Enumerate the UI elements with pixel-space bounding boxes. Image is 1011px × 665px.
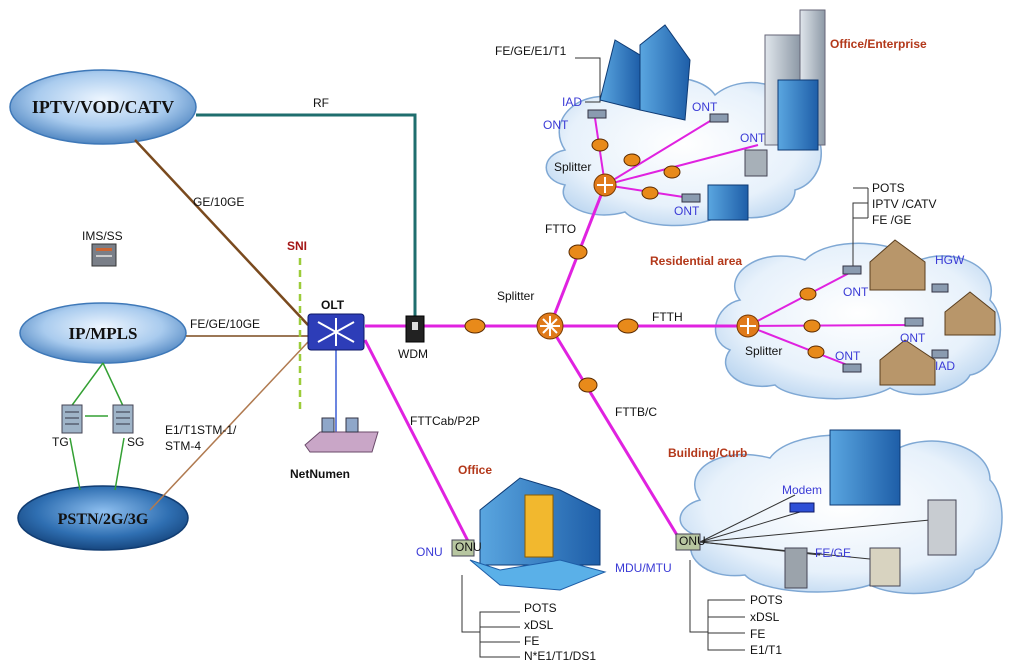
residential-splitter-label: Splitter bbox=[745, 344, 782, 358]
building-service-2: FE bbox=[750, 627, 765, 641]
e1-label-line1: E1/T1STM-1/ bbox=[165, 423, 237, 437]
mdu-onu-badge: ONU bbox=[679, 534, 706, 548]
residential-bracket bbox=[852, 187, 869, 268]
building-curb-title: Building/Curb bbox=[668, 446, 747, 460]
building-service-tree bbox=[689, 560, 745, 651]
residential-title: Residential area bbox=[650, 254, 742, 268]
residential-service-2: FE /GE bbox=[872, 213, 911, 227]
office-title: Office bbox=[458, 463, 492, 477]
residential-ont-top: ONT bbox=[843, 285, 869, 299]
office-service-1: xDSL bbox=[524, 618, 554, 632]
sni-label: SNI bbox=[287, 239, 307, 253]
iptv-label: IPTV/VOD/CATV bbox=[32, 97, 174, 117]
fttb-label: FTTB/C bbox=[615, 405, 657, 419]
building-curb-cloud bbox=[679, 434, 1003, 595]
residential-ont-mid: ONT bbox=[900, 331, 926, 345]
fttcab-label: FTTCab/P2P bbox=[410, 414, 480, 428]
splitter-enterprise-icon bbox=[593, 173, 617, 197]
ont-device-icons bbox=[587, 109, 949, 373]
mdu-label: MDU/MTU bbox=[615, 561, 672, 575]
sg-label: SG bbox=[127, 435, 144, 449]
rf-link bbox=[196, 113, 417, 318]
sg-device-icon bbox=[112, 404, 134, 434]
office-buildings-icon bbox=[451, 477, 607, 591]
residential-ont-bottom: ONT bbox=[835, 349, 861, 363]
fe-ge-10ge-label: FE/GE/10GE bbox=[190, 317, 260, 331]
e1-link bbox=[149, 341, 309, 511]
splitter-residential-icon bbox=[736, 314, 760, 338]
wdm-label: WDM bbox=[398, 347, 428, 361]
enterprise-bracket bbox=[575, 57, 601, 103]
tg-label: TG bbox=[52, 435, 69, 449]
enterprise-services-label: FE/GE/E1/T1 bbox=[495, 44, 567, 58]
building-service-3: E1/T1 bbox=[750, 643, 782, 657]
residential-service-0: POTS bbox=[872, 181, 905, 195]
fiber-connector-icons bbox=[464, 138, 825, 393]
residential-iad-label: IAD bbox=[935, 359, 955, 373]
enterprise-ont-mid: ONT bbox=[692, 100, 718, 114]
netnumen-label: NetNumen bbox=[290, 467, 350, 481]
ims-label: IMS/SS bbox=[82, 229, 123, 243]
office-service-2: FE bbox=[524, 634, 539, 648]
olt-label: OLT bbox=[321, 298, 345, 312]
enterprise-ont-bottom: ONT bbox=[674, 204, 700, 218]
modem-label: Modem bbox=[782, 483, 822, 497]
ims-server-icon bbox=[91, 243, 117, 267]
building-service-0: POTS bbox=[750, 593, 783, 607]
ge-10ge-link bbox=[134, 139, 309, 326]
splitter-center-label: Splitter bbox=[497, 289, 534, 303]
ge-10ge-label: GE/10GE bbox=[193, 195, 244, 209]
enterprise-ont-left: ONT bbox=[543, 118, 569, 132]
ftth-label: FTTH bbox=[652, 310, 683, 324]
office-onu-label: ONU bbox=[416, 545, 443, 559]
ftto-label: FTTO bbox=[545, 222, 576, 236]
enterprise-buildings-icon bbox=[599, 9, 826, 221]
splitter-center-icon bbox=[536, 312, 564, 340]
office-service-3: N*E1/T1/DS1 bbox=[524, 649, 596, 663]
e1-label-line2: STM-4 bbox=[165, 439, 201, 453]
rf-label: RF bbox=[313, 96, 329, 110]
residential-service-1: IPTV /CATV bbox=[872, 197, 936, 211]
office-service-tree bbox=[461, 575, 520, 658]
tg-sg-links bbox=[69, 362, 125, 491]
wdm-device-icon bbox=[405, 315, 425, 343]
olt-device-icon bbox=[307, 313, 365, 351]
tg-device-icon bbox=[61, 404, 83, 434]
ip-mpls-label: IP/MPLS bbox=[69, 324, 138, 343]
enterprise-splitter-label: Splitter bbox=[554, 160, 591, 174]
office-onu-badge: ONU bbox=[455, 540, 482, 554]
fe-ge-label: FE/GE bbox=[815, 546, 851, 560]
pstn-ellipse bbox=[17, 485, 189, 551]
building-service-1: xDSL bbox=[750, 610, 780, 624]
netnumen-icon bbox=[304, 417, 379, 453]
iptv-vod-catv-ellipse bbox=[9, 69, 197, 145]
residential-hgw-label: HGW bbox=[935, 253, 965, 267]
office-service-0: POTS bbox=[524, 601, 557, 615]
office-enterprise-title: Office/Enterprise bbox=[830, 37, 927, 51]
enterprise-iad-label: IAD bbox=[562, 95, 582, 109]
pstn-label: PSTN/2G/3G bbox=[58, 511, 149, 528]
enterprise-ont-right: ONT bbox=[740, 131, 766, 145]
building-curb-icon bbox=[675, 429, 957, 589]
residential-houses-icon bbox=[869, 239, 996, 386]
